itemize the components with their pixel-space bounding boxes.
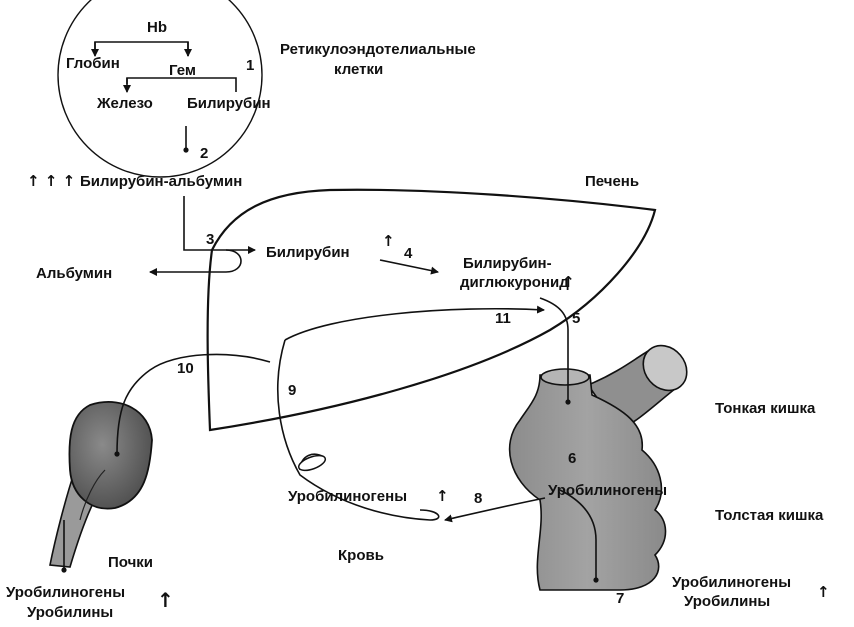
- label-feces-urobilinogens: Уробилиногены: [672, 574, 791, 591]
- label-heme: Гем: [169, 62, 196, 79]
- reticuloendothelial-cell-outline: [57, 0, 263, 178]
- label-kidney-urobilinogens: Уробилиногены: [6, 584, 125, 601]
- indicator-up-kidney: ↑: [157, 588, 174, 612]
- label-small-intestine: Тонкая кишка: [715, 400, 816, 417]
- arrow-albumin-out: [149, 249, 242, 276]
- label-bilirubin-rec: Билирубин: [187, 95, 271, 112]
- arrow-10-to-kidney: [114, 353, 271, 457]
- label-bilirubin-albumin: Билирубин-альбумин: [80, 173, 242, 190]
- heme-branch-line: [126, 77, 237, 92]
- label-kidneys: Почки: [108, 554, 153, 571]
- indicator-up-feces: ↑: [817, 583, 830, 601]
- step-1: 1: [246, 57, 254, 74]
- indicator-triple-up: ↑ ↑ ↑: [27, 172, 75, 190]
- arrow-5-to-intestine: [539, 297, 571, 405]
- indicator-up-bilirubin: ↑: [382, 232, 395, 250]
- label-diglucuronide-2: диглюкуронид: [460, 274, 569, 291]
- step-10: 10: [177, 360, 194, 377]
- label-hb: Hb: [147, 19, 167, 36]
- indicator-up-blood: ↑: [436, 487, 449, 505]
- label-bilirubin-liver: Билирубин: [266, 244, 350, 261]
- label-blood: Кровь: [338, 547, 384, 564]
- arrow-4-conjugation: [379, 259, 439, 275]
- intestine-drawing: [508, 344, 688, 591]
- label-albumin: Альбумин: [36, 265, 112, 282]
- label-kidney-urobilins: Уробилины: [27, 604, 113, 621]
- step-4: 4: [404, 245, 413, 262]
- indicator-up-diglucuronide: ↑: [562, 273, 575, 291]
- blood-loop-end: [297, 454, 327, 472]
- step-9: 9: [288, 382, 296, 399]
- arrow-7-excretion: [559, 489, 599, 583]
- step-3: 3: [206, 231, 214, 248]
- step-8: 8: [474, 490, 482, 507]
- label-large-intestine: Толстая кишка: [715, 507, 824, 524]
- label-diglucuronide-1: Билирубин-: [463, 255, 552, 272]
- label-reticuloendothelial-1: Ретикулоэндотелиальные: [280, 41, 476, 58]
- hb-branch-line: [94, 41, 189, 56]
- label-feces-urobilins: Уробилины: [684, 593, 770, 610]
- label-urobilinogens-intestine: Уробилиногены: [548, 482, 667, 499]
- step-7: 7: [616, 590, 624, 607]
- label-liver: Печень: [585, 173, 639, 190]
- arrow-3-into-liver: [183, 196, 256, 254]
- step-11: 11: [495, 310, 511, 327]
- step-6: 6: [568, 450, 576, 467]
- label-reticuloendothelial-2: клетки: [334, 61, 383, 78]
- liver-outline: [206, 188, 657, 432]
- step-5: 5: [572, 310, 580, 327]
- label-globin: Глобин: [66, 55, 120, 72]
- label-iron: Железо: [96, 95, 153, 112]
- label-urobilinogens-blood: Уробилиногены: [288, 488, 407, 505]
- step-2: 2: [200, 145, 208, 162]
- kidney-drawing: [49, 401, 153, 568]
- arrow-8-to-blood: [444, 497, 546, 523]
- arrow-11-return-to-liver: [284, 305, 545, 341]
